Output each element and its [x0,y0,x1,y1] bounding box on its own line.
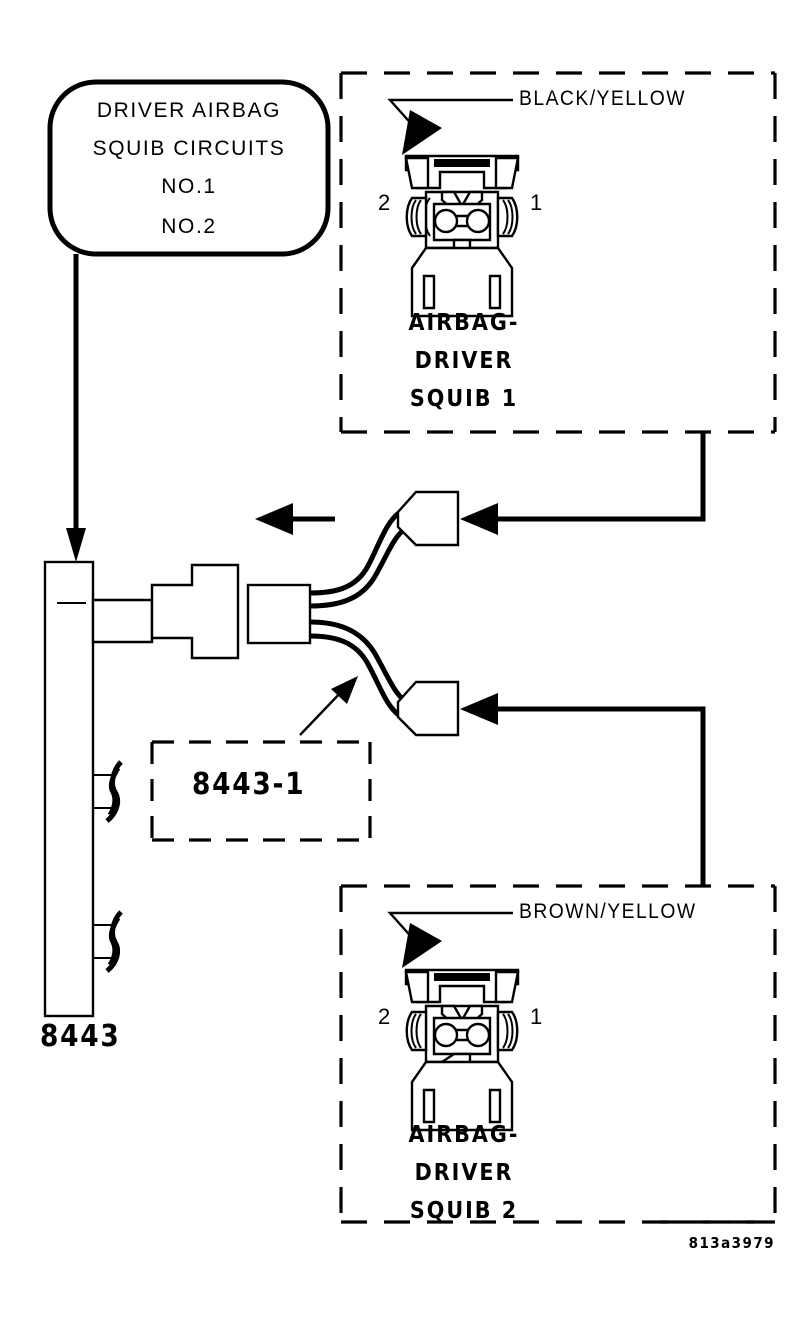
wire-color-leader-squib-2 [387,911,513,968]
connector-body-square [246,583,312,645]
route-squib1-to-terminal [460,432,706,535]
pigtail-leader-arrow [299,676,358,736]
pigtail-callout-box [150,740,372,842]
connector-body-stepped [150,563,240,660]
connector-wire-stubs [105,760,123,973]
bubble-to-connector-arrow [66,254,86,562]
wire-color-leader-squib-1 [387,98,513,155]
wire-color-label-squib-1: BLACK/YELLOW [519,87,686,110]
pigtail-part-number-label: 8443-1 [192,767,306,802]
pin-label-2-squib-2: 2 [378,1004,391,1029]
main-connector-part-number-label: 8443 [40,1019,121,1054]
callout-bubble-line-1: DRIVER AIRBAG [96,99,282,122]
terminal-blade-upper [396,490,460,547]
pin-label-1-squib-1: 1 [530,190,543,215]
pin-label-1-squib-2: 1 [530,1004,543,1029]
main-connector-8443 [43,560,154,1018]
callout-bubble-line-2: SQUIB CIRCUITS [92,137,286,160]
harness-direction-arrow [255,503,335,535]
drawing-number: 813a3979 [688,1234,775,1252]
panel-caption-squib-2-line-1: AIRBAG- [408,1122,520,1148]
pin-label-2-squib-1: 2 [378,190,391,215]
callout-bubble-line-4: NO.2 [161,215,217,238]
route-squib2-to-terminal [460,693,706,886]
panel-caption-squib-2-line-3: SQUIB 2 [409,1198,519,1224]
connector-icon-squib-1 [404,154,520,318]
wire-color-label-squib-2: BROWN/YELLOW [519,900,697,923]
pigtail-wires [309,509,408,719]
panel-caption-squib-2-line-2: DRIVER [414,1160,514,1186]
panel-caption-squib-1-line-1: AIRBAG- [408,310,520,336]
panel-caption-squib-1-line-3: SQUIB 1 [409,386,519,412]
terminal-blade-lower [396,680,460,737]
connector-icon-squib-2 [404,968,520,1132]
panel-caption-squib-1-line-2: DRIVER [414,348,514,374]
panel-border-squib-1 [339,71,777,434]
callout-bubble-line-3: NO.1 [161,175,217,198]
callout-bubble-shape [47,79,331,257]
